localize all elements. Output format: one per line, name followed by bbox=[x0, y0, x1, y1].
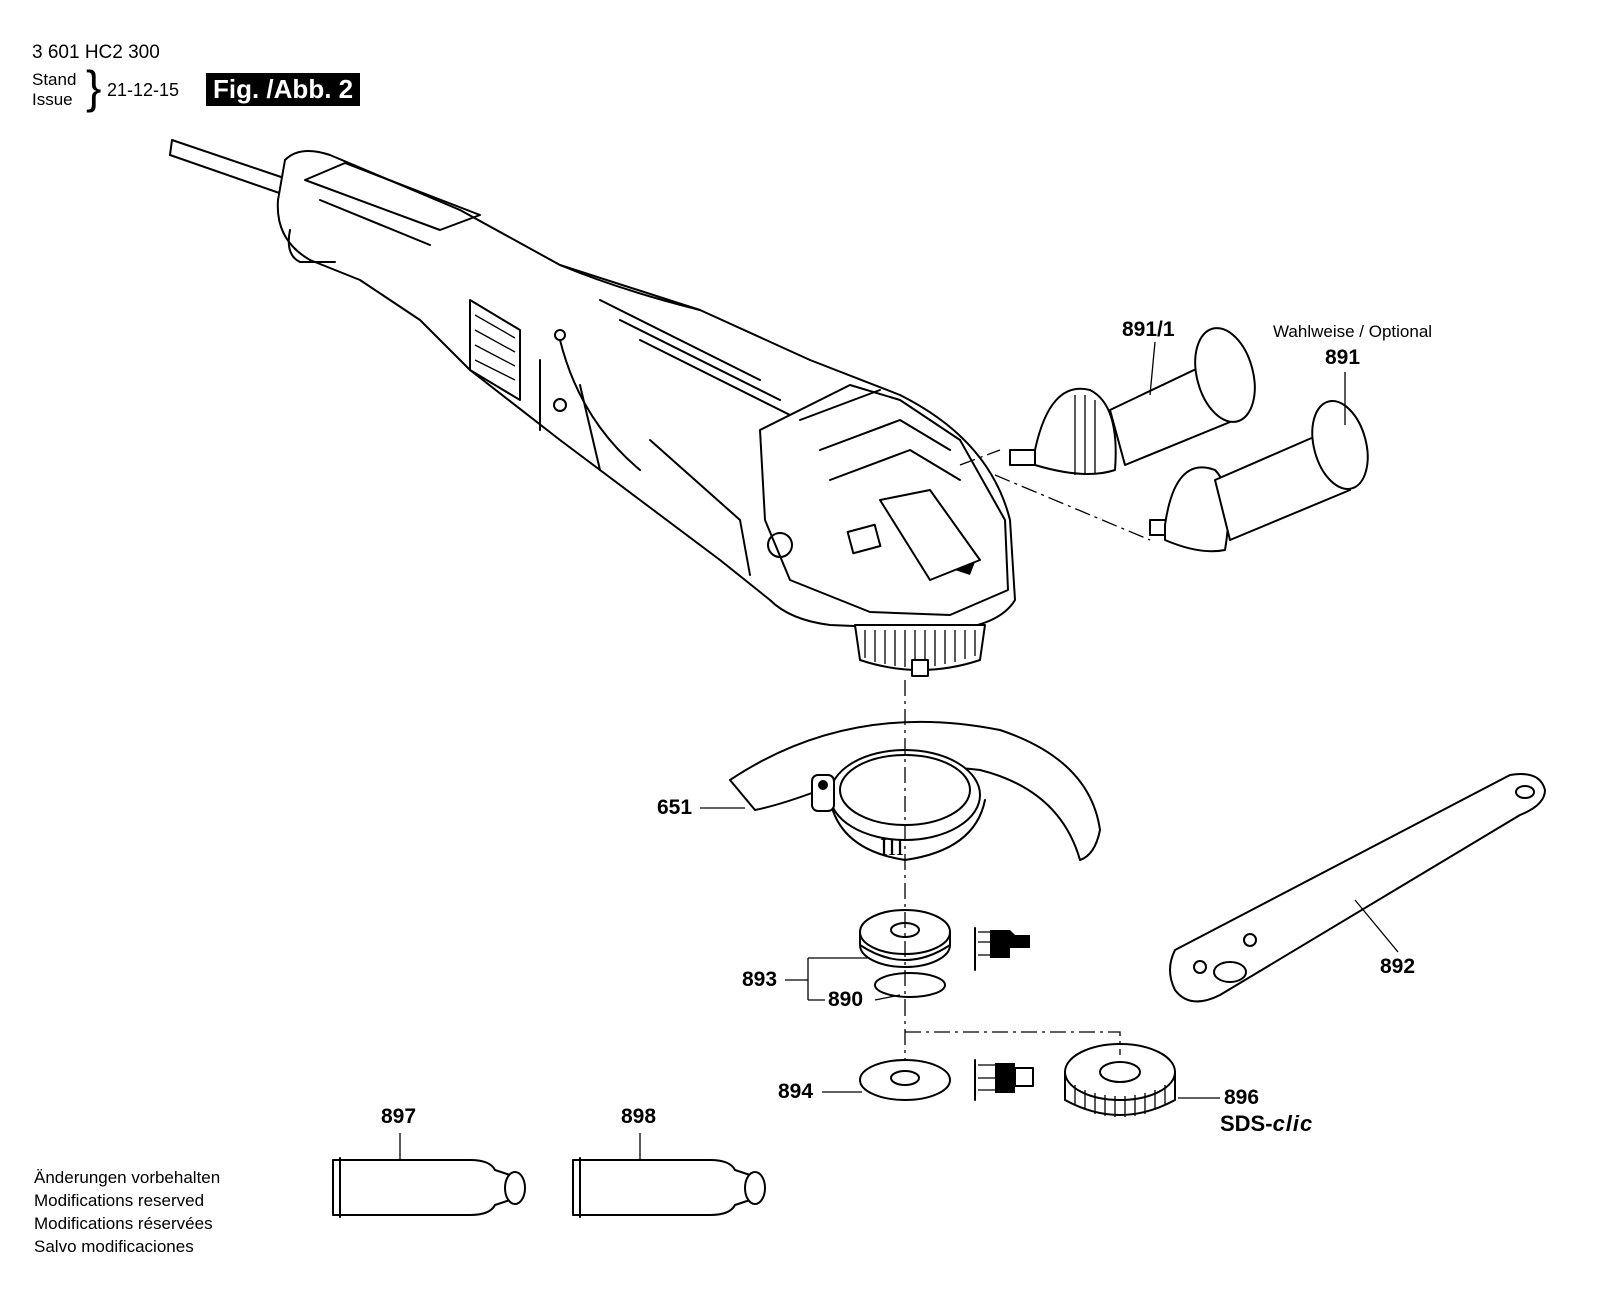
sds-clic-suffix: clic bbox=[1272, 1111, 1314, 1136]
leader-891-1 bbox=[1149, 341, 1156, 396]
stand-label: Stand bbox=[32, 70, 77, 89]
flange-profile-symbol-bottom bbox=[974, 1059, 1034, 1101]
figure-label: Fig. /Abb. 2 bbox=[206, 73, 361, 106]
leader-890 bbox=[874, 994, 901, 1001]
optional-note: Wahlweise / Optional bbox=[1273, 322, 1433, 341]
issue-date: 21-12-15 bbox=[107, 80, 180, 100]
handle-mount-line bbox=[959, 449, 1001, 466]
part-label-897: 897 bbox=[381, 1105, 417, 1128]
quick-clamping-nut-896 bbox=[1064, 1043, 1176, 1117]
part-label-898: 898 bbox=[621, 1105, 657, 1128]
wheel-guard-651: III bbox=[729, 720, 1101, 861]
o-ring-890 bbox=[874, 972, 946, 998]
issue-label: Issue bbox=[32, 90, 73, 109]
part-label-894: 894 bbox=[778, 1080, 814, 1103]
stand-issue-label: Stand Issue bbox=[32, 70, 76, 110]
handle-axis-line bbox=[994, 474, 1151, 541]
modifications-es: Salvo modificaciones bbox=[34, 1237, 194, 1256]
modifications-fr: Modifications réservées bbox=[34, 1214, 213, 1233]
modifications-notice: Änderungen vorbehalten Modifications res… bbox=[34, 1166, 220, 1258]
brace-glyph: } bbox=[86, 61, 102, 113]
leader-893-890 bbox=[785, 957, 870, 1001]
part-label-891-1: 891/1 bbox=[1122, 318, 1175, 341]
sds-clic-logo: SDS-clic bbox=[1220, 1111, 1313, 1137]
part-label-892: 892 bbox=[1380, 955, 1416, 978]
part-label-891: 891 bbox=[1325, 346, 1361, 369]
leader-892 bbox=[1354, 899, 1399, 953]
part-label-890: 890 bbox=[828, 988, 864, 1011]
sds-prefix: SDS- bbox=[1220, 1111, 1273, 1136]
part-label-896: 896 bbox=[1224, 1086, 1260, 1109]
document-number: 3 601 HC2 300 bbox=[32, 42, 160, 63]
grease-tube-898 bbox=[572, 1157, 766, 1218]
clamping-nut-894 bbox=[859, 1059, 951, 1101]
guard-marking-III: III bbox=[880, 835, 904, 861]
angle-grinder-illustration bbox=[169, 139, 1016, 677]
flange-profile-symbol-top bbox=[974, 927, 1030, 971]
grease-tube-897 bbox=[332, 1157, 526, 1218]
part-label-893: 893 bbox=[742, 968, 778, 991]
modifications-en: Modifications reserved bbox=[34, 1191, 205, 1210]
modifications-de: Änderungen vorbehalten bbox=[34, 1168, 221, 1187]
nut-alternative-line bbox=[905, 1031, 1121, 1055]
part-label-651: 651 bbox=[657, 796, 693, 819]
auxiliary-handle-891 bbox=[1149, 400, 1369, 553]
two-pin-spanner-892 bbox=[1169, 773, 1546, 1003]
auxiliary-handle-891-1 bbox=[1009, 327, 1256, 475]
